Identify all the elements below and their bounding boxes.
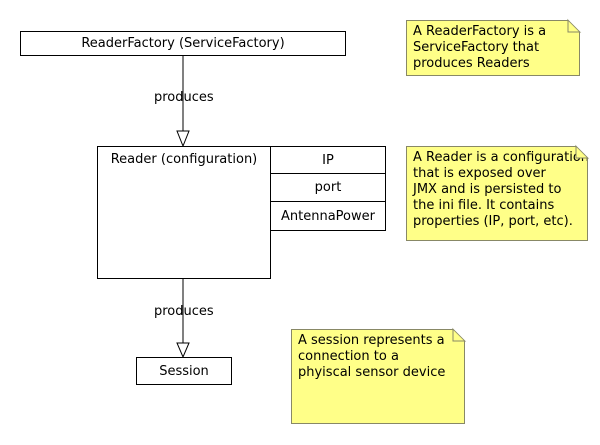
note-reader-factory-line: A ReaderFactory is a [413, 24, 547, 39]
note-reader-fold [575, 144, 590, 159]
note-reader-factory-fold-cut [568, 19, 581, 32]
property-ip-label: IP [322, 152, 334, 168]
note-session-line: A session represents a [298, 333, 445, 348]
edge-reader-to-session-arrowhead [176, 342, 190, 359]
property-ip: IP [270, 146, 386, 174]
property-antenna-power-label: AntennaPower [281, 208, 375, 224]
note-session-line: connection to a [298, 349, 399, 364]
note-session-fold-cut [453, 328, 466, 341]
note-reader-line: JMX and is persisted to [413, 182, 562, 197]
note-reader-factory-fold [567, 18, 582, 33]
session-label: Session [159, 363, 209, 379]
reader-node: Reader (configuration) [97, 146, 271, 279]
note-reader-line: that is exposed over [413, 166, 546, 181]
property-port: port [270, 173, 386, 202]
note-reader-factory-line: produces Readers [413, 56, 530, 71]
session-node: Session [136, 357, 232, 385]
edge-factory-to-reader-label: produces [154, 90, 214, 105]
note-reader-factory: A ReaderFactory is a ServiceFactory that… [406, 20, 580, 76]
reader-factory-node: ReaderFactory (ServiceFactory) [20, 31, 346, 56]
property-port-label: port [314, 180, 342, 195]
edge-reader-to-session-label: produces [154, 304, 214, 319]
note-reader-line: A Reader is a configuration [413, 150, 588, 165]
note-session-line: phyiscal sensor device [298, 365, 446, 380]
reader-label: Reader (configuration) [110, 152, 258, 167]
note-reader-factory-line: ServiceFactory that [413, 40, 540, 55]
note-reader-fold-cut [576, 145, 589, 158]
note-reader: A Reader is a configuration that is expo… [406, 146, 588, 241]
note-reader-line: the ini file. It contains [413, 198, 555, 213]
edge-factory-to-reader-arrowhead [176, 130, 190, 148]
note-session-fold [452, 327, 467, 342]
property-antenna-power: AntennaPower [270, 201, 386, 231]
reader-factory-label: ReaderFactory (ServiceFactory) [81, 36, 285, 51]
note-session: A session represents a connection to a p… [291, 329, 465, 424]
note-reader-line: properties (IP, port, etc). [413, 214, 573, 229]
